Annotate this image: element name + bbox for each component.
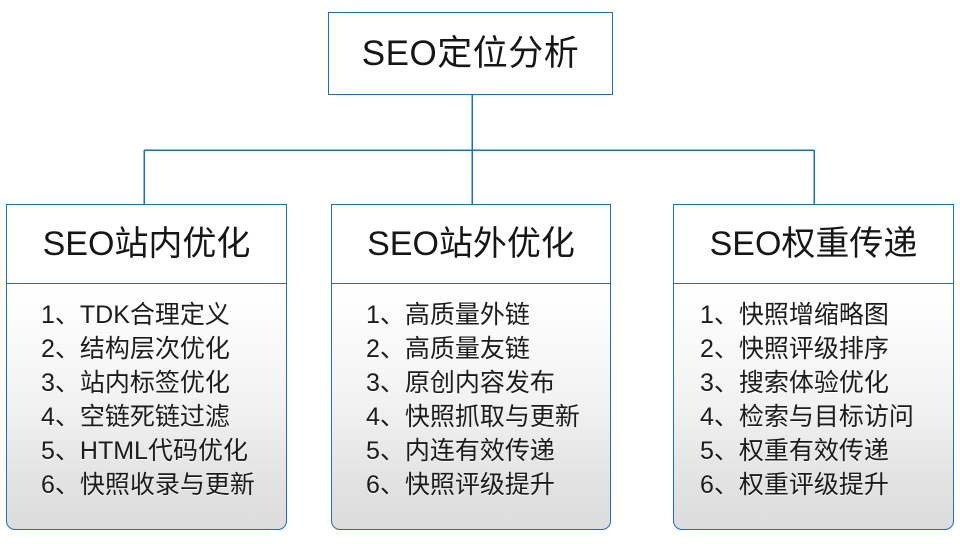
list-item: 6、快照评级提升 xyxy=(366,470,555,499)
list-item: 4、检索与目标访问 xyxy=(700,402,914,431)
list-item: 1、高质量外链 xyxy=(366,300,530,329)
branch-body-1: 1、TDK合理定义 2、结构层次优化 3、站内标签优化 4、空链死链过滤 5、H… xyxy=(6,282,287,530)
list-item: 1、快照增缩略图 xyxy=(700,300,889,329)
branch-column-3: SEO权重传递 1、快照增缩略图 2、快照评级排序 3、搜索体验优化 4、检索与… xyxy=(673,204,954,530)
branch-item-list-2: 1、高质量外链 2、高质量友链 3、原创内容发布 4、快照抓取与更新 5、内连有… xyxy=(332,298,610,502)
branch-column-2: SEO站外优化 1、高质量外链 2、高质量友链 3、原创内容发布 4、快照抓取与… xyxy=(331,204,611,530)
list-item: 2、快照评级排序 xyxy=(700,334,889,363)
list-item: 2、结构层次优化 xyxy=(41,334,230,363)
branch-header-title-3: SEO权重传递 xyxy=(709,225,918,263)
branch-body-3: 1、快照增缩略图 2、快照评级排序 3、搜索体验优化 4、检索与目标访问 5、权… xyxy=(673,282,954,530)
branch-column-1: SEO站内优化 1、TDK合理定义 2、结构层次优化 3、站内标签优化 4、空链… xyxy=(6,204,287,530)
root-node-title: SEO定位分析 xyxy=(361,34,580,73)
list-item: 2、高质量友链 xyxy=(366,334,530,363)
list-item: 6、权重评级提升 xyxy=(700,470,889,499)
list-item: 5、HTML代码优化 xyxy=(41,436,248,465)
root-node[interactable]: SEO定位分析 xyxy=(328,12,613,95)
branch-item-list-3: 1、快照增缩略图 2、快照评级排序 3、搜索体验优化 4、检索与目标访问 5、权… xyxy=(674,298,953,502)
list-item: 3、原创内容发布 xyxy=(366,368,555,397)
branch-header-1[interactable]: SEO站内优化 xyxy=(6,204,287,284)
list-item: 1、TDK合理定义 xyxy=(41,300,230,329)
branch-header-title-2: SEO站外优化 xyxy=(367,225,575,263)
branch-item-list-1: 1、TDK合理定义 2、结构层次优化 3、站内标签优化 4、空链死链过滤 5、H… xyxy=(7,298,286,502)
branch-header-2[interactable]: SEO站外优化 xyxy=(331,204,611,284)
branch-header-title-1: SEO站内优化 xyxy=(42,225,251,263)
list-item: 5、内连有效传递 xyxy=(366,436,555,465)
list-item: 6、快照收录与更新 xyxy=(41,470,255,499)
list-item: 4、空链死链过滤 xyxy=(41,402,230,431)
list-item: 3、搜索体验优化 xyxy=(700,368,889,397)
list-item: 3、站内标签优化 xyxy=(41,368,230,397)
list-item: 4、快照抓取与更新 xyxy=(366,402,580,431)
branch-body-2: 1、高质量外链 2、高质量友链 3、原创内容发布 4、快照抓取与更新 5、内连有… xyxy=(331,282,611,530)
branch-header-3[interactable]: SEO权重传递 xyxy=(673,204,954,284)
list-item: 5、权重有效传递 xyxy=(700,436,889,465)
